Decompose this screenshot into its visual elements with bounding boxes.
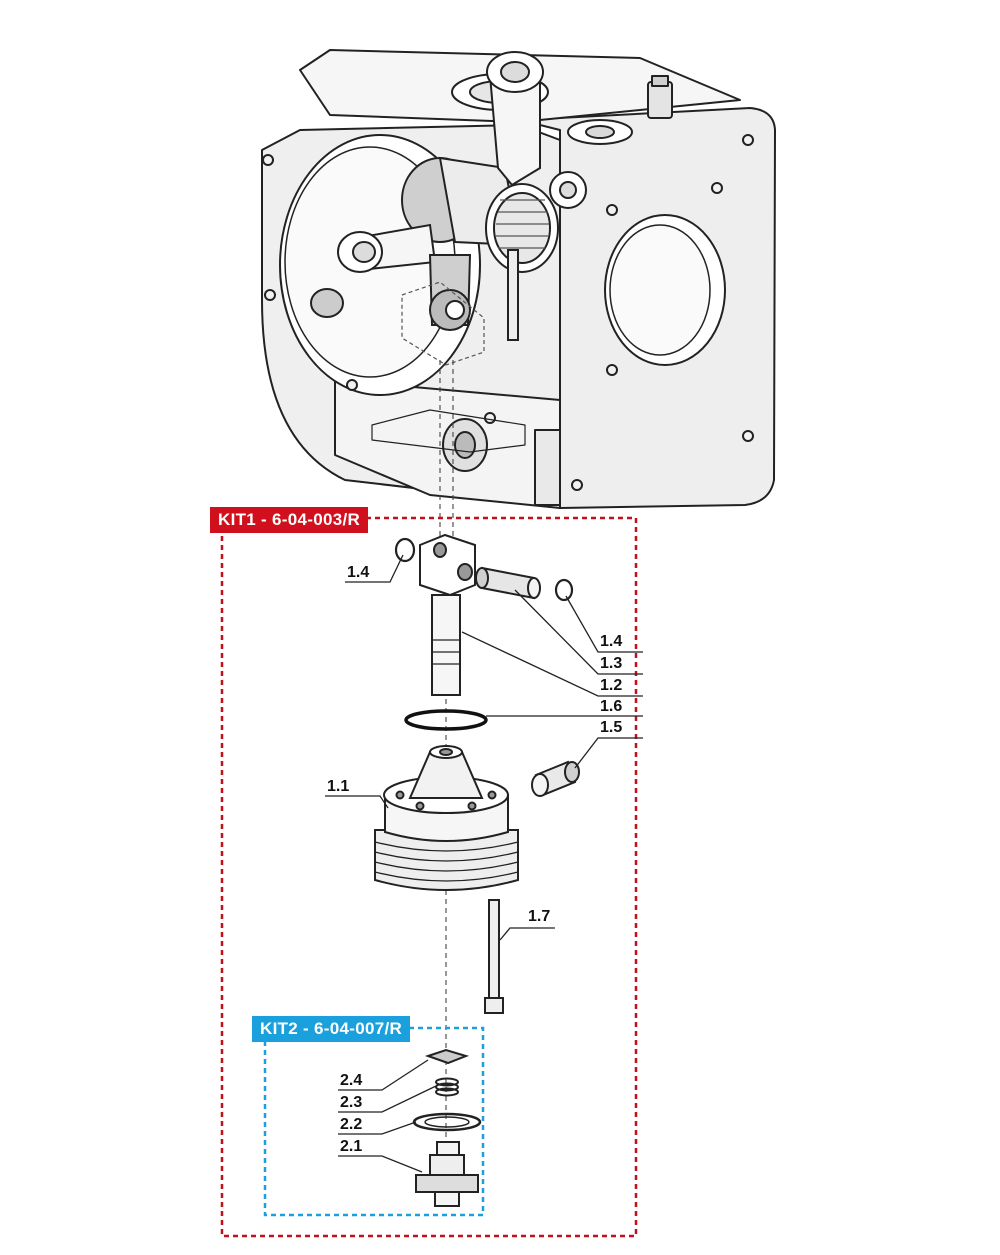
o-ring-part [404, 709, 488, 731]
part-label-2-2: 2.2 [340, 1116, 363, 1133]
screw-part [484, 899, 504, 1014]
valve-parts [412, 1048, 482, 1207]
part-label-1-6: 1.6 [600, 698, 623, 715]
crankshaft-assembly [310, 51, 587, 341]
assembly-axis [439, 360, 454, 1150]
part-label-2-4: 2.4 [340, 1072, 363, 1089]
wrist-pin-part [475, 566, 541, 600]
part-label-2-1: 2.1 [340, 1138, 363, 1155]
kit1-box [220, 516, 638, 1238]
fitting-part [531, 760, 580, 797]
kit2-label: KIT2 - 6-04-007/R [252, 1016, 411, 1042]
pump-head-part [374, 745, 519, 891]
part-label-1-4-right: 1.4 [600, 633, 623, 650]
part-label-1-3: 1.3 [600, 655, 623, 672]
part-label-1-1: 1.1 [327, 778, 350, 795]
leader-lines [325, 554, 643, 1173]
snap-ring-parts [394, 537, 574, 602]
part-label-1-7: 1.7 [528, 908, 551, 925]
part-label-1-4-left: 1.4 [347, 564, 370, 581]
kit1-label: KIT1 - 6-04-003/R [210, 507, 369, 533]
part-label-1-5: 1.5 [600, 719, 623, 736]
plunger-guide-part [419, 533, 476, 696]
part-label-2-3: 2.3 [340, 1094, 363, 1111]
part-label-1-2: 1.2 [600, 677, 623, 694]
